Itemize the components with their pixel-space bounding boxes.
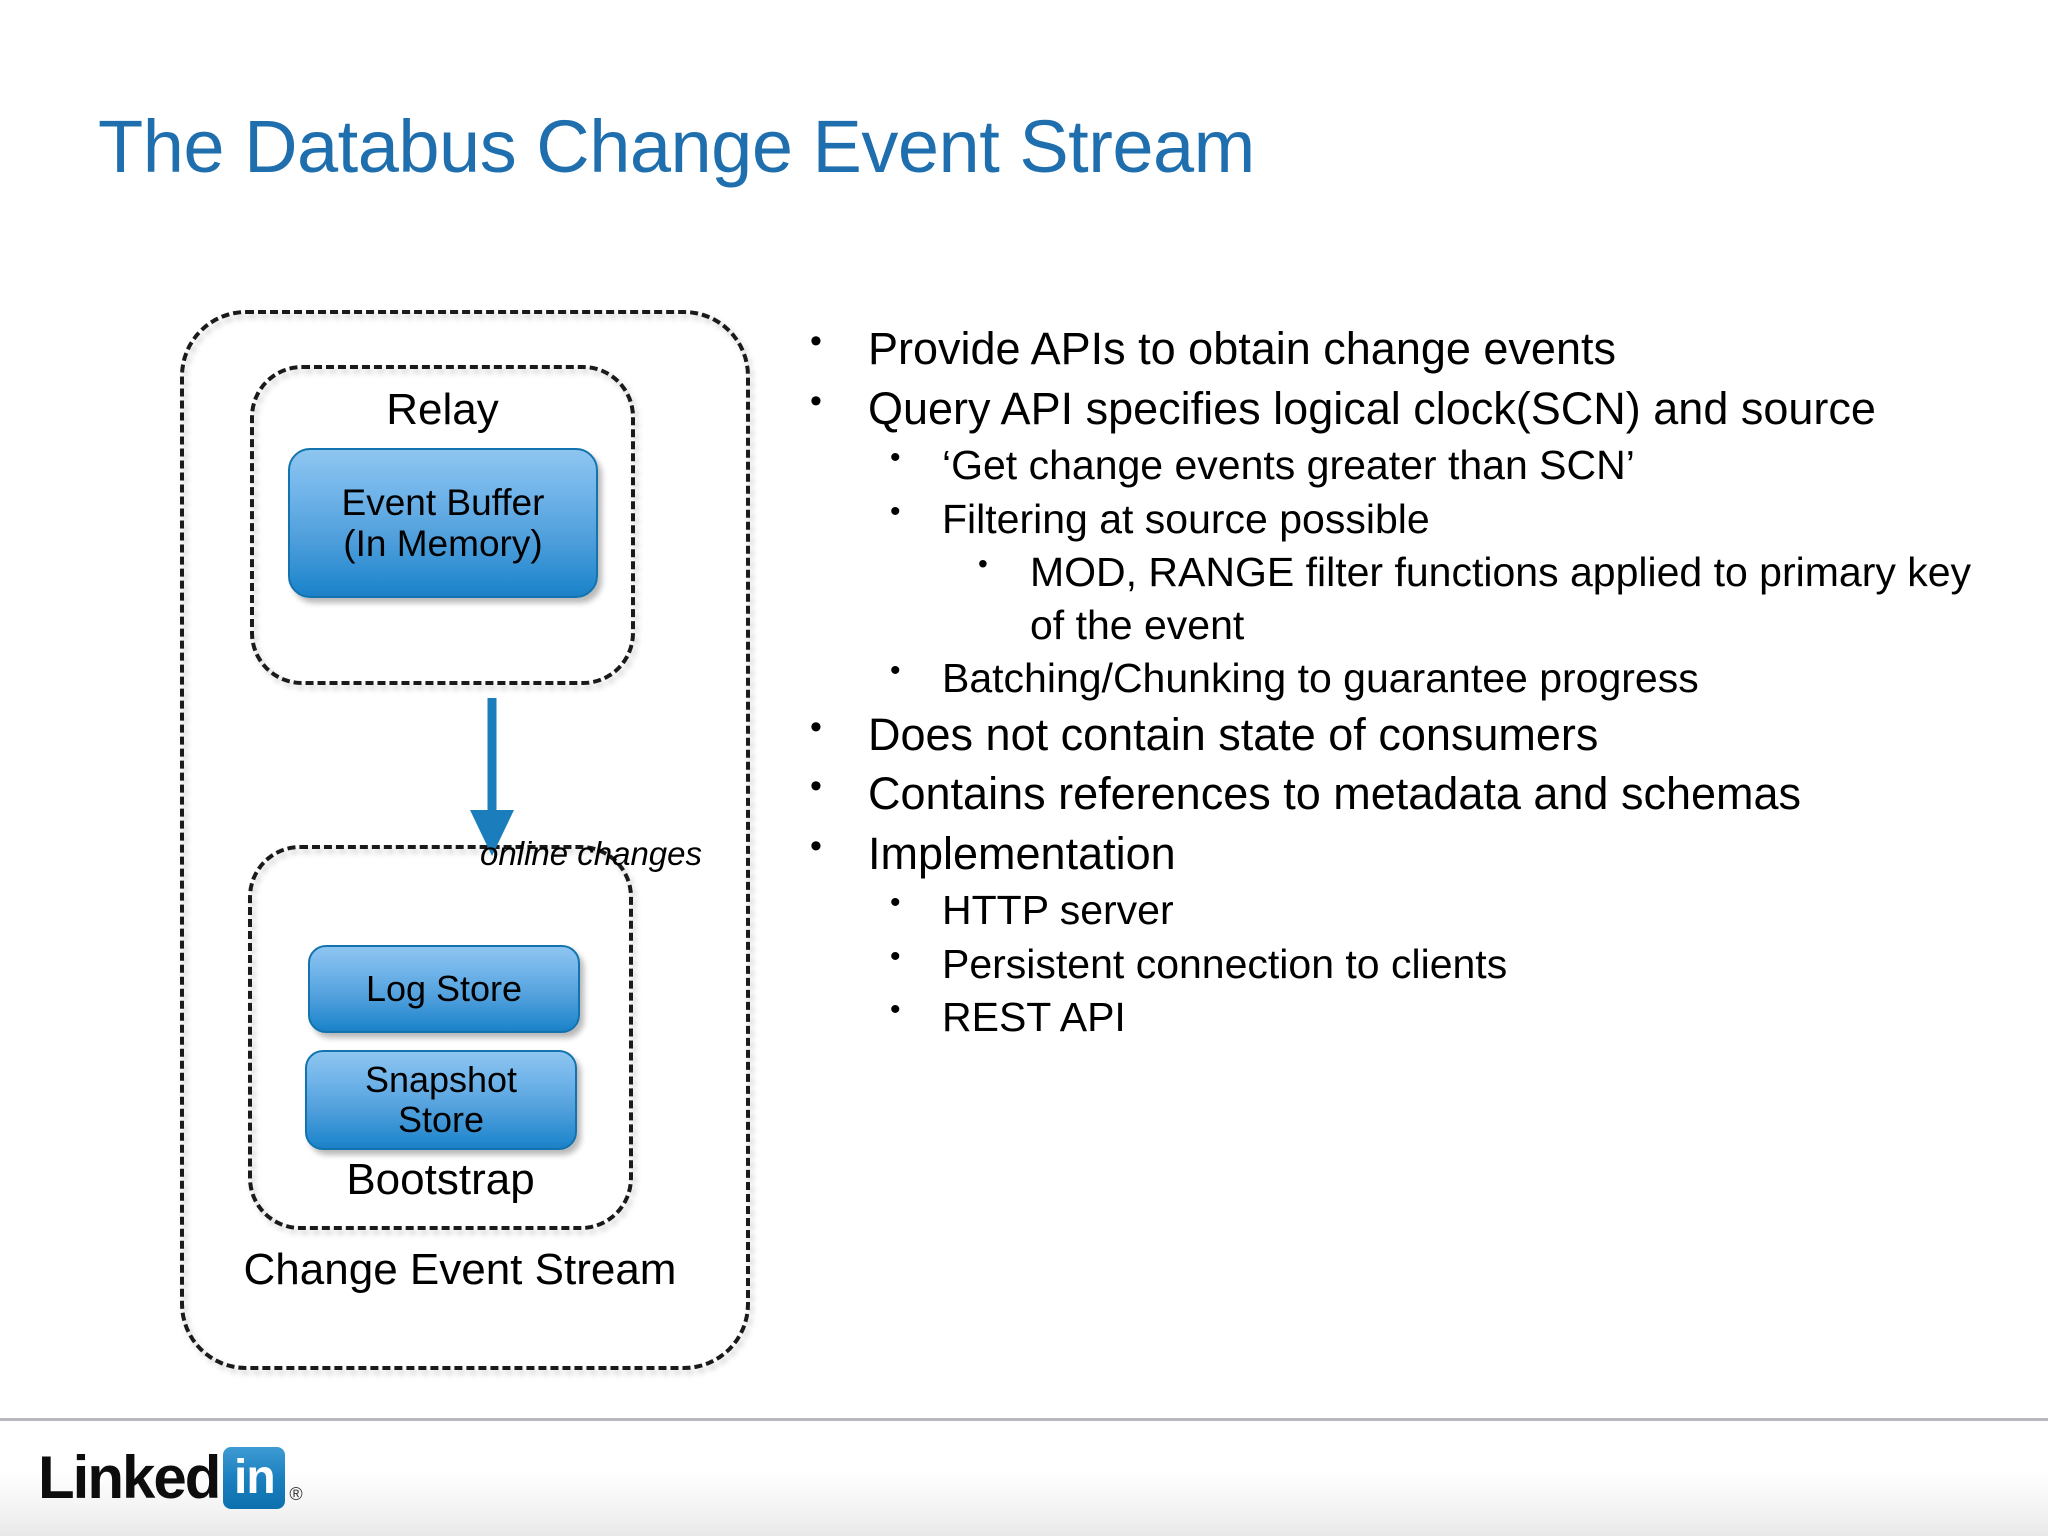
log-store-node: Log Store (308, 945, 580, 1033)
change-event-stream-diagram: Relay Event Buffer (In Memory) online ch… (150, 300, 770, 1390)
event-buffer-node: Event Buffer (In Memory) (288, 448, 598, 598)
bullet-marker-icon: • (890, 886, 901, 920)
bullet-text: Persistent connection to clients (942, 940, 1508, 987)
bullet-text: Query API specifies logical clock(SCN) a… (868, 382, 1876, 434)
change-event-stream-label: Change Event Stream (243, 1245, 677, 1294)
bullet-text: REST API (942, 994, 1126, 1041)
bullet-text: Implementation (868, 827, 1176, 879)
bullet-marker-icon: • (810, 707, 822, 746)
bullet-item: • Query API specifies logical clock(SCN) … (810, 380, 1990, 438)
bullet-item: • Provide APIs to obtain change events (810, 320, 1990, 378)
bullet-text: Contains references to metadata and sche… (868, 768, 1802, 820)
bullet-text: Filtering at source possible (942, 495, 1430, 542)
registered-trademark-icon: ® (289, 1484, 303, 1504)
bootstrap-label: Bootstrap (346, 1155, 535, 1204)
bullet-item: • Batching/Chunking to guarantee progress (810, 652, 1990, 704)
bullet-marker-icon: • (810, 381, 822, 420)
online-changes-label: online changes (480, 835, 703, 872)
bullet-item: • Does not contain state of consumers (810, 706, 1990, 764)
bullet-text: Does not contain state of consumers (868, 708, 1599, 760)
relay-container (250, 365, 635, 685)
bullet-item: • Filtering at source possible (810, 493, 1990, 545)
linkedin-in-icon: in (223, 1447, 286, 1509)
event-buffer-line2: (In Memory) (343, 523, 543, 564)
bullet-marker-icon: • (810, 322, 822, 360)
bullet-item: • REST API (810, 991, 1990, 1043)
bullet-marker-icon: • (890, 494, 901, 528)
bullet-marker-icon: • (810, 826, 822, 865)
relay-label: Relay (386, 385, 499, 434)
bullet-text: ‘Get change events greater than SCN’ (942, 442, 1635, 489)
bullet-marker-icon: • (978, 548, 988, 580)
bullet-marker-icon: • (810, 767, 822, 806)
bootstrap-container (248, 845, 633, 1230)
log-store-label: Log Store (365, 967, 523, 1009)
snapshot-store-node: Snapshot Store (305, 1050, 577, 1150)
online-changes-arrow-icon (470, 698, 514, 856)
bullet-text: HTTP server (942, 887, 1174, 934)
bullet-item: • MOD, RANGE filter functions applied to … (810, 546, 1990, 651)
bullet-item: • ‘Get change events greater than SCN’ (810, 439, 1990, 491)
snapshot-store-line1: Snapshot (364, 1058, 518, 1100)
bullet-item: • Implementation (810, 825, 1990, 883)
bullet-marker-icon: • (890, 939, 901, 973)
bullet-text: Batching/Chunking to guarantee progress (942, 655, 1699, 702)
snapshot-store-line2: Store (397, 1099, 485, 1140)
bullet-marker-icon: • (890, 654, 901, 688)
change-event-stream-container (180, 310, 750, 1370)
bullet-item: • Contains references to metadata and sch… (810, 765, 1990, 823)
slide-footer: Linked in ® (0, 1418, 2048, 1536)
linkedin-wordmark: Linked (38, 1444, 221, 1511)
bullet-marker-icon: • (890, 441, 901, 475)
bullet-list: • Provide APIs to obtain change events • Qu… (810, 320, 1990, 1045)
bullet-text: MOD, RANGE filter functions applied to p… (1030, 549, 1972, 648)
bullet-item: • HTTP server (810, 884, 1990, 936)
bullet-marker-icon: • (890, 993, 901, 1027)
page-title: The Databus Change Event Stream (98, 105, 1255, 188)
bullet-text: Provide APIs to obtain change events (868, 323, 1616, 374)
event-buffer-line1: Event Buffer (341, 481, 545, 523)
linkedin-logo: Linked in ® (38, 1447, 303, 1509)
bullet-item: • Persistent connection to clients (810, 938, 1990, 990)
